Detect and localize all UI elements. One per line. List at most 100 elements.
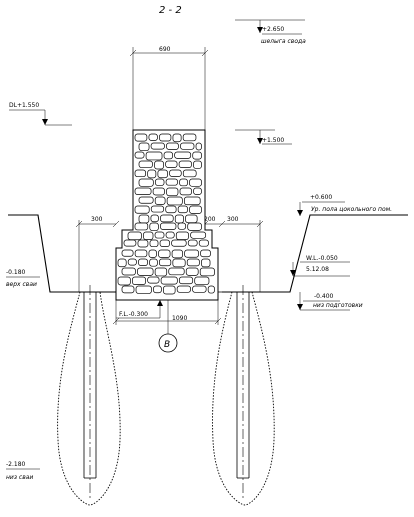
masonry-stone [166, 196, 183, 206]
masonry-stone [165, 160, 178, 168]
masonry-stone [132, 276, 146, 286]
masonry-stone [134, 205, 150, 214]
masonry-stone [134, 133, 148, 142]
masonry-stone [127, 258, 137, 266]
masonry-stone [143, 231, 154, 241]
masonry-stone [165, 205, 177, 214]
masonry-stone [195, 142, 202, 151]
footing-level-value: F.L.-0.300 [119, 311, 148, 318]
masonry-stone [163, 151, 173, 160]
masonry-stone [153, 285, 162, 294]
crown-level-value: +2.650 [262, 26, 284, 33]
masonry-stone [172, 133, 182, 143]
masonry-stone [190, 231, 207, 239]
masonry-stone [159, 239, 170, 247]
masonry-stone [134, 187, 152, 195]
masonry-stone [174, 151, 192, 159]
masonry-stone [180, 142, 195, 150]
masonry-stone [160, 276, 178, 285]
masonry-stone [207, 285, 215, 294]
pile-top-value: -0.180 [6, 269, 26, 276]
water-level-mark: W.L.-0.050 5.12.08 [290, 255, 350, 277]
right-offset-b-label: 300 [227, 216, 239, 223]
masonry-stone [185, 214, 198, 224]
right-offset-a-label: 200 [204, 216, 216, 223]
masonry-stone [165, 231, 175, 239]
masonry-stone [163, 285, 176, 295]
left-offset-label: 300 [91, 216, 103, 223]
masonry-stone [201, 258, 211, 268]
pile-bottom-value: -2.180 [6, 461, 26, 468]
masonry-stone [117, 276, 131, 286]
masonry-stone [121, 267, 136, 276]
masonry-stone [149, 222, 159, 231]
masonry-stone [149, 239, 159, 248]
masonry-stone [138, 178, 154, 187]
masonry-stone [121, 249, 134, 257]
footing-width-label: 1090 [172, 315, 187, 322]
axis-label: В [164, 340, 170, 350]
masonry-stone [166, 187, 179, 197]
dl-level-mark: DL+1.550 [9, 102, 72, 126]
masonry-stone [169, 169, 182, 177]
masonry-stone [168, 267, 185, 276]
footing-dimension: F.L.-0.300 1090 [112, 300, 222, 325]
masonry-stone [152, 187, 165, 196]
masonry-stone [192, 151, 202, 160]
masonry-stone [160, 222, 177, 230]
masonry-stone [165, 178, 178, 186]
masonry-stone [138, 214, 150, 224]
masonry-stone [189, 178, 202, 187]
masonry-stone [138, 160, 153, 168]
masonry-stone [177, 205, 188, 214]
masonry-stone [166, 142, 179, 150]
wall-width-dimension: 690 [129, 46, 209, 130]
masonry-stone [198, 239, 209, 247]
masonry-stone [174, 214, 184, 224]
masonry-stone [149, 258, 158, 267]
masonry-stone [171, 249, 183, 259]
masonry-stone [160, 214, 174, 223]
masonry-stone [185, 267, 199, 276]
plinth-level-label: Ур. пола цокольного пом. [311, 206, 392, 213]
water-level-date: 5.12.08 [306, 266, 329, 273]
masonry-stone [134, 222, 149, 231]
masonry-stone [154, 231, 165, 239]
prep-bottom-label: низ подготовки [313, 302, 363, 309]
masonry-stone [179, 178, 188, 187]
masonry-stone [182, 169, 197, 178]
masonry-stone [193, 160, 202, 169]
masonry-stone [150, 142, 165, 150]
pile-left [57, 285, 121, 506]
masonry-stone [178, 160, 192, 169]
pile-bottom-label: низ сваи [6, 474, 33, 481]
masonry-stone [176, 285, 191, 293]
masonry-stone [157, 169, 168, 179]
masonry-stone [154, 196, 166, 205]
masonry-stone [200, 249, 211, 258]
masonry-stone [137, 267, 154, 276]
prep-bottom-mark: -0.400 низ подготовки [297, 292, 363, 311]
crown-level-mark: +2.650 шелыга свода [235, 19, 306, 45]
wall-width-label: 690 [159, 46, 171, 53]
upper-level-value: +1.500 [262, 137, 284, 144]
masonry-stone [123, 239, 137, 247]
masonry-stone [117, 258, 127, 268]
section-title: 2 - 2 [159, 5, 182, 16]
masonry-stone [138, 258, 148, 266]
masonry-stone [187, 222, 202, 231]
masonry-stone [137, 239, 149, 248]
masonry-stone [127, 231, 142, 241]
masonry-stone [159, 258, 172, 267]
masonry-stone [178, 276, 194, 285]
masonry-stone [150, 205, 165, 213]
masonry-stone [186, 258, 200, 267]
masonry-stone [158, 249, 171, 258]
masonry-stone [154, 160, 164, 170]
water-level-value: W.L.-0.050 [306, 255, 338, 262]
masonry-stone [199, 267, 215, 277]
masonry-stone [177, 222, 187, 230]
masonry-stone [148, 249, 157, 258]
